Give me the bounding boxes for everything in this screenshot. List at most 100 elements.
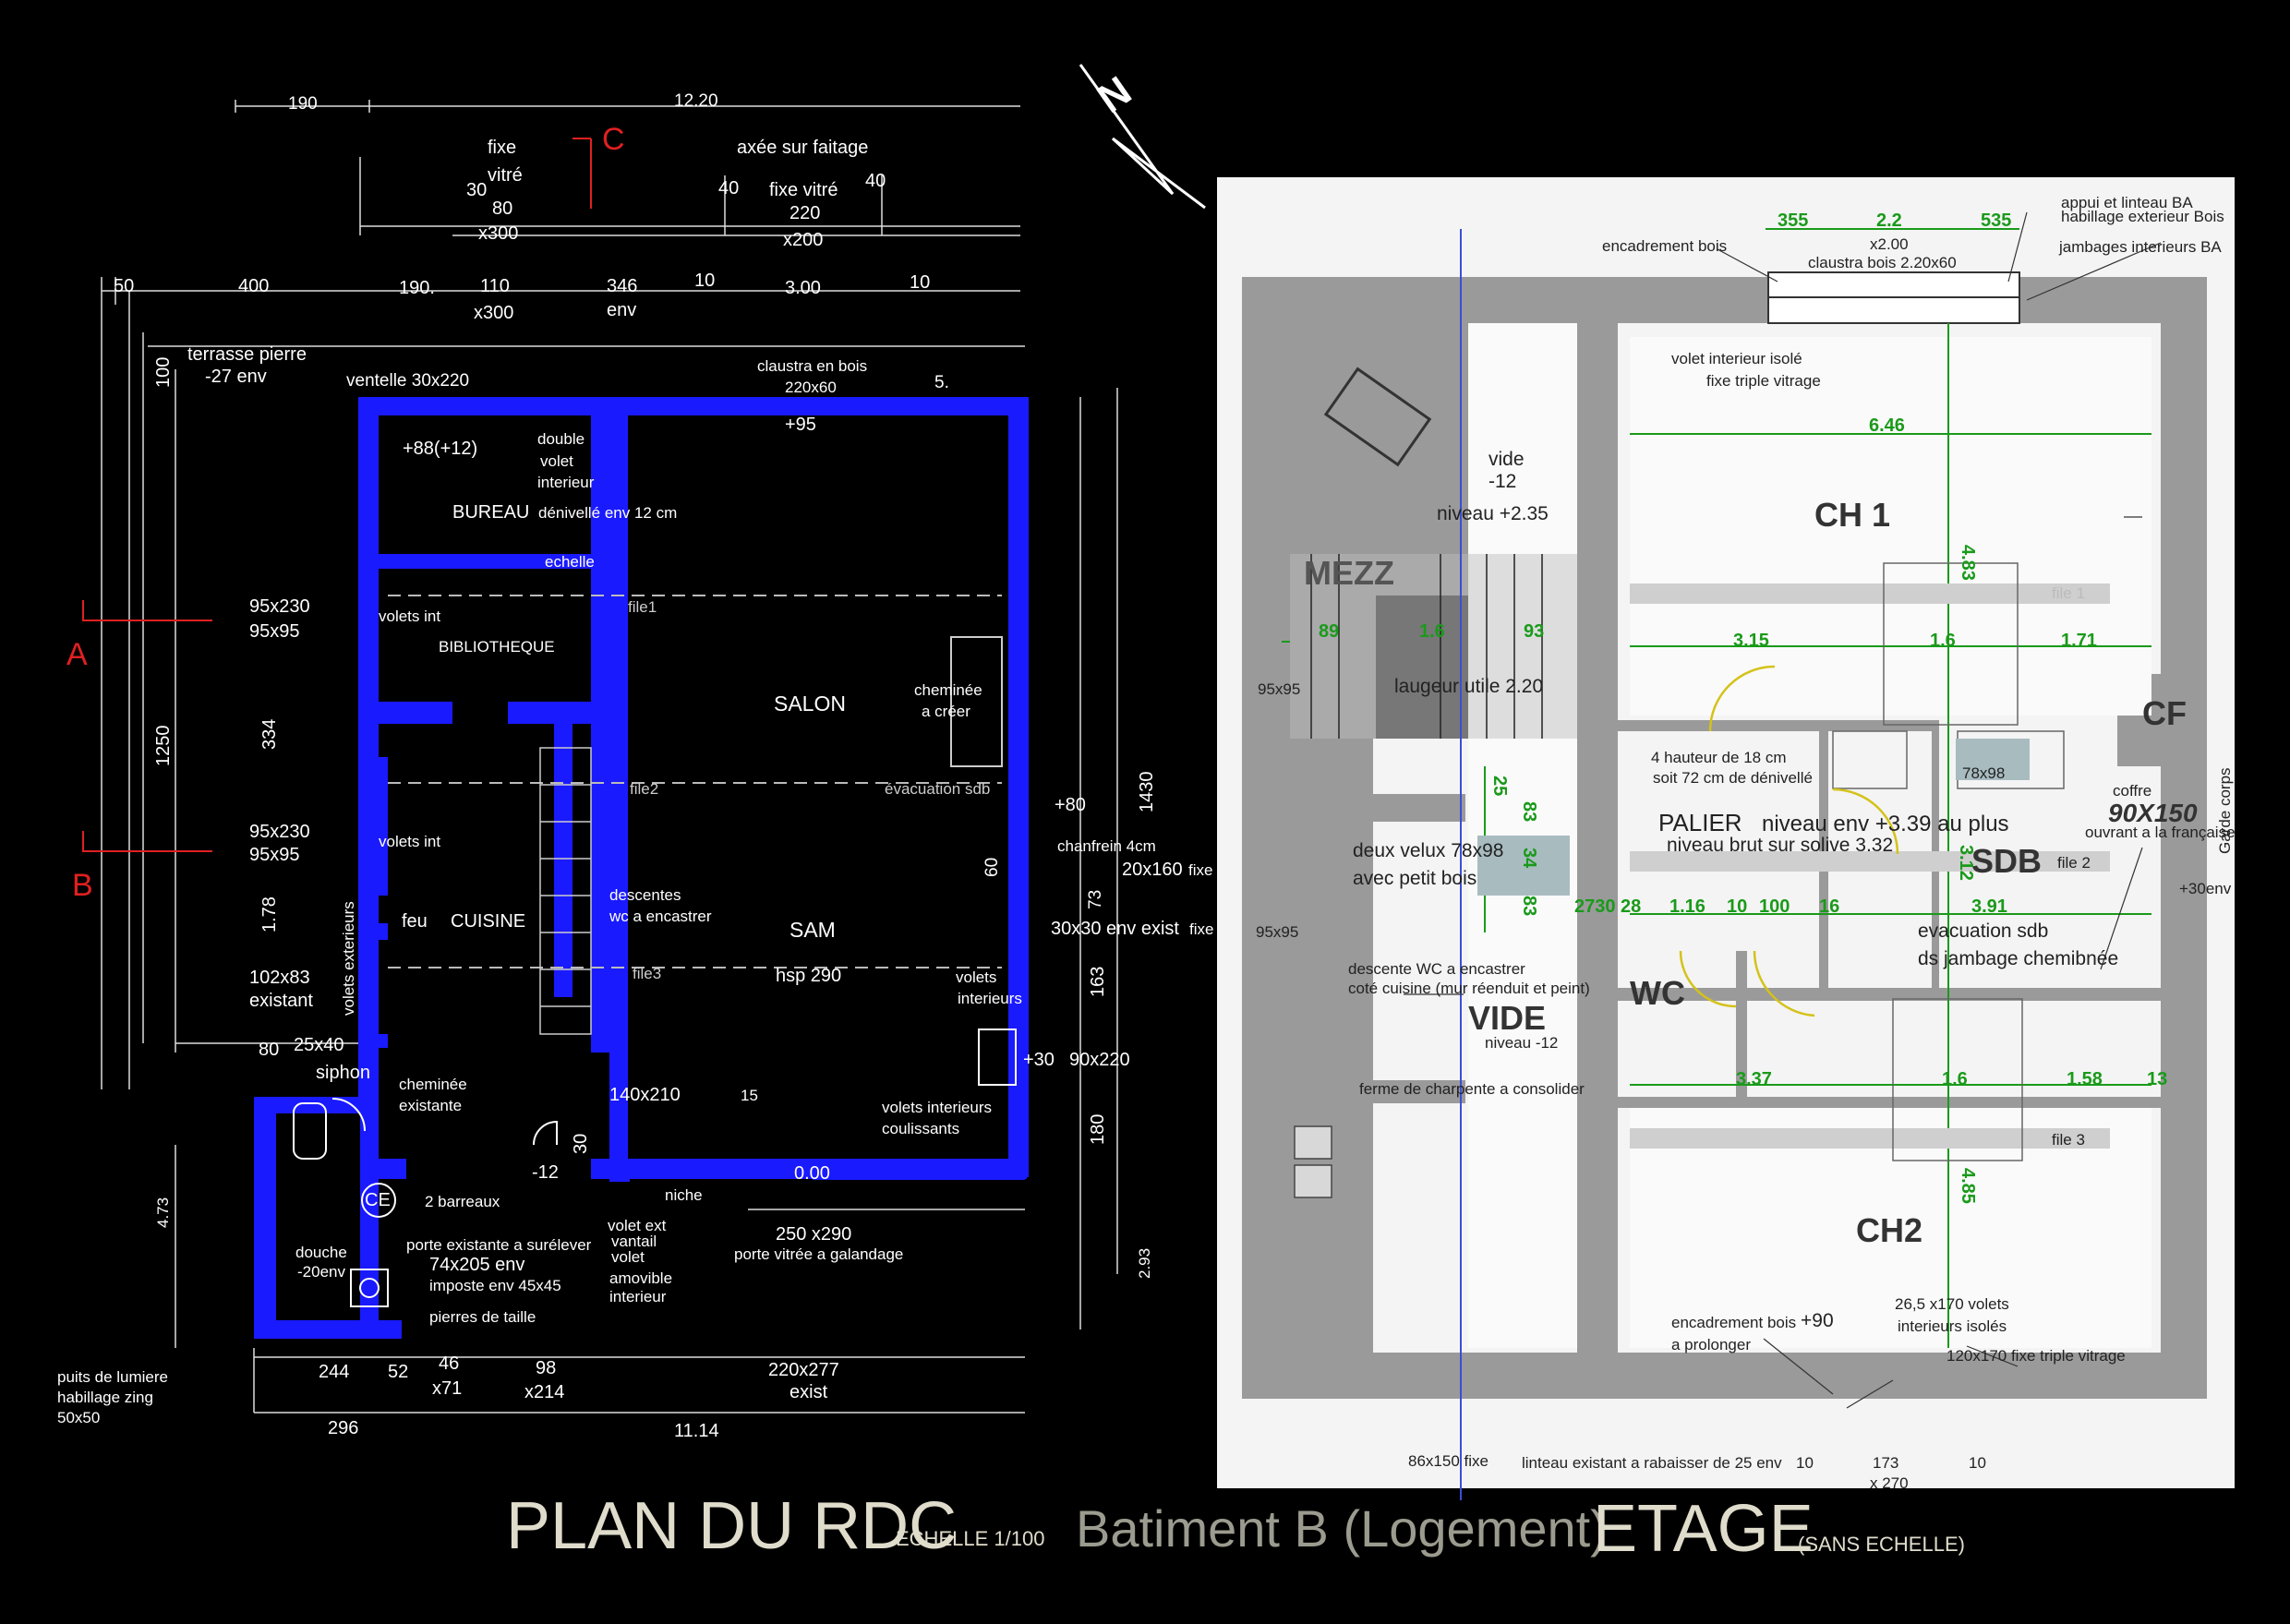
note-text: -20env (297, 1263, 345, 1281)
note-text: a prolonger (1671, 1336, 1751, 1353)
dim-text: 52 (388, 1362, 408, 1382)
armchair (1323, 367, 1432, 467)
north-arrow-icon (1079, 64, 1206, 210)
note-text: habillage zing (57, 1389, 153, 1406)
note-text: coulissants (882, 1120, 959, 1137)
note-text: évacuation sdb (885, 780, 990, 798)
dim-text: 12.20 (674, 91, 718, 111)
dim-text: 73 (1086, 890, 1105, 909)
dim-text: 1.78 (259, 896, 280, 932)
note-text: laugeur utile 2.20 (1394, 676, 1543, 697)
room-bureau: BUREAU (452, 502, 529, 523)
dim-text: 1250 (153, 726, 174, 767)
note-text: soit 72 cm de dénivellé (1653, 769, 1813, 787)
dim-text: vitré (488, 165, 523, 186)
cf-label: CF (2142, 694, 2187, 732)
window-dim: 95x95 (1256, 923, 1298, 941)
note-text: vide (1488, 449, 1525, 470)
dim-text: 1.6 (1419, 621, 1445, 642)
claustra-dim: 220x60 (785, 379, 837, 396)
dim-text: 6.46 (1869, 415, 1905, 436)
section-b-label: B (72, 868, 93, 903)
dim-text: 220 (789, 203, 820, 223)
file-label: file2 (630, 780, 658, 798)
window-dim: 78x98 (1962, 764, 2005, 782)
window-dim: 95x230 (249, 596, 310, 617)
note-text: interieurs (958, 990, 1022, 1007)
level-label: niveau brut sur solive 3.32 (1667, 835, 1893, 856)
note-text: puits de lumiere (57, 1368, 168, 1386)
level-label: +30env (2179, 880, 2232, 897)
note-text: double (537, 430, 585, 448)
window-dim: 30x30 env exist (1051, 919, 1179, 939)
note-text: porte vitrée a galandage (734, 1245, 903, 1263)
dim-text: 3.91 (1971, 896, 2007, 917)
bureau-note: dénivellé env 12 cm (538, 504, 677, 522)
dim-text: 4.85 (1958, 1168, 1978, 1204)
title-batiment: Batiment B (Logement) (1076, 1499, 1608, 1558)
dim-text: 180 (1088, 1114, 1108, 1145)
note-text: pierres de taille (429, 1308, 536, 1326)
note-text: feu (402, 911, 428, 932)
note-text: volets int (379, 607, 440, 625)
note-text: interieur (537, 474, 595, 491)
room-salon: SALON (774, 692, 846, 716)
dim-text: 11.14 (674, 1421, 719, 1441)
dim-text: 2.2 (1876, 211, 1902, 231)
note-text: cheminée (914, 681, 982, 699)
dim-text: 89 (1319, 621, 1339, 642)
sheet-titles: PLAN DU RDC ECHELLE 1/100 Batiment B (Lo… (506, 1489, 1965, 1566)
note-text: volet (540, 452, 573, 470)
note-text: coté cuisine (mur réenduit et peint) (1348, 980, 1590, 997)
note-text: siphon (316, 1063, 370, 1083)
window-dim: 74x205 env (429, 1255, 524, 1275)
dim-text: 34 (1519, 848, 1539, 869)
dim-text: 80 (259, 1040, 279, 1060)
mezz-label: MEZZ (1304, 554, 1394, 592)
note-text: a créer (922, 703, 970, 720)
file-label: file 3 (2052, 1131, 2085, 1149)
note-text: appui et linteau BA (2061, 194, 2193, 211)
dim-text: 16 (1819, 896, 1839, 917)
dim-text: 25x40 (294, 1035, 344, 1055)
dim-text: 400 (238, 276, 269, 296)
level-label: niveau -12 (1485, 1034, 1558, 1052)
kitchen-units (1294, 1125, 1332, 1198)
dim-text: x200 (783, 230, 823, 250)
note-text: cheminée (399, 1076, 467, 1093)
dim-text: 10 (694, 271, 715, 291)
etage-door-swings (1679, 665, 1899, 1017)
dim-text: 98 (536, 1358, 556, 1378)
dim-text: 50 (114, 276, 134, 296)
level-label: +88(+12) (403, 439, 477, 459)
note-text: porte existante a surélever (406, 1236, 592, 1254)
window-dim: 95x95 (1258, 680, 1300, 698)
etage-green-dims (1282, 228, 2151, 1348)
rdc-stair (539, 747, 592, 1035)
note-text: Garde corps (2216, 767, 2234, 854)
room-ch2: CH2 (1856, 1211, 1922, 1249)
note-text: ds jambage chemibnée (1918, 948, 2118, 969)
level-label: +30 (1023, 1050, 1055, 1070)
dim-text: 10 (1727, 896, 1747, 917)
vide-label: VIDE (1468, 999, 1546, 1037)
window-dim: 90X150 (2108, 799, 2198, 827)
dim-text: 1.71 (2061, 631, 2097, 651)
dim-text: fixe vitré (769, 180, 838, 200)
level-label: 0.00 (794, 1163, 830, 1184)
note-text: interieur (609, 1288, 667, 1305)
dim-text: 1.58 (2067, 1069, 2103, 1089)
dim-text: exist (789, 1382, 828, 1402)
dim-text: 10 (1969, 1454, 1986, 1472)
dim-text: 15 (741, 1087, 758, 1104)
room-wc: WC (1630, 974, 1685, 1012)
note-text: volet (611, 1248, 645, 1266)
note-text: descentes (609, 886, 681, 904)
title-etage-scale: (SANS ECHELLE) (1798, 1533, 1965, 1556)
level-label: niveau env +3.39 au plus (1762, 812, 2009, 836)
note-text: interieurs isolés (1898, 1317, 2007, 1335)
rdc-fireplace (950, 636, 1003, 767)
note-text: claustra bois 2.20x60 (1808, 254, 1957, 271)
note-text: ouvrant a la française (2085, 824, 2236, 841)
dim-text: x300 (478, 223, 518, 244)
